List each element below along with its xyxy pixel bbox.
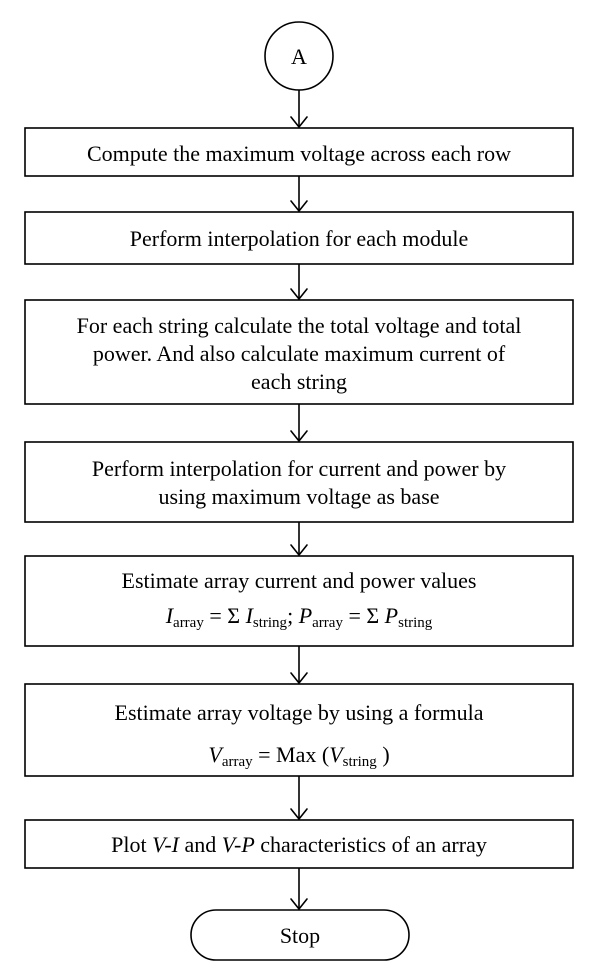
step7-line1: Plot V-I and V-P characteristics of an a… [111,832,487,857]
step4-line2: using maximum voltage as base [158,484,439,509]
formula-i-array-subscript: array [173,615,204,631]
arrow-step3-to-step4 [290,404,308,442]
step3-line1: For each string calculate the total volt… [77,313,522,338]
step-estimate-array-current-power: Estimate array current and power values … [24,555,574,647]
arrow-step2-to-step3 [290,264,308,300]
connector-a-label: A [291,44,307,69]
step3-line3: each string [251,369,347,394]
step7-part-plot: Plot [111,832,152,857]
formula-v-string-subscript: string [343,754,378,770]
step4-line1: Perform interpolation for current and po… [92,456,506,481]
step-estimate-array-voltage: Estimate array voltage by using a formul… [24,683,574,777]
formula-equals-sum-2: = Σ [348,603,379,628]
step-plot-characteristics: Plot V-I and V-P characteristics of an a… [24,819,574,869]
step7-part-and: and [179,832,222,857]
formula-v-array-subscript: array [222,754,253,770]
formula-i-symbol: I [165,603,175,628]
step5-line1: Estimate array current and power values [122,568,477,593]
step2-line1: Perform interpolation for each module [130,226,468,251]
formula-p-symbol-2: P [384,603,398,628]
step7-part-rest: characteristics of an array [255,832,487,857]
arrow-step7-to-stop [290,868,308,910]
step-compute-max-voltage: Compute the maximum voltage across each … [24,127,574,177]
arrow-step6-to-step7 [290,776,308,820]
formula-separator: ; [287,603,293,628]
connector-a: A [264,21,334,91]
terminal-stop: Stop [190,909,410,961]
arrow-step1-to-step2 [290,176,308,212]
formula-close-paren: ) [382,742,389,767]
step7-part-vp: V-P [222,832,255,857]
formula-v-symbol-2: V [329,742,345,767]
step7-part-vi: V-I [152,832,181,857]
step5-formula: Iarray = Σ Istring; Parray = Σ Pstring [165,603,433,631]
step-interpolation-current-power: Perform interpolation for current and po… [24,441,574,523]
step6-line1: Estimate array voltage by using a formul… [115,700,484,725]
step1-line1: Compute the maximum voltage across each … [87,141,511,166]
formula-p-array-subscript: array [312,615,343,631]
formula-p-symbol: P [298,603,312,628]
formula-i-symbol-2: I [245,603,255,628]
step-string-voltage-power: For each string calculate the total volt… [24,299,574,405]
formula-equals-sum: = Σ [209,603,240,628]
arrow-step5-to-step6 [290,646,308,684]
step6-formula: Varray = Max (Vstring ) [208,742,389,770]
arrow-step4-to-step5 [290,522,308,556]
step-interpolation-module: Perform interpolation for each module [24,211,574,265]
arrows [290,90,308,910]
formula-p-string-subscript: string [398,615,433,631]
formula-i-string-subscript: string [253,615,288,631]
terminal-stop-label: Stop [280,923,320,948]
step3-line2: power. And also calculate maximum curren… [93,341,506,366]
formula-v-symbol: V [208,742,224,767]
formula-equals-max: = Max ( [258,742,329,767]
arrow-connector-to-step1 [290,90,308,128]
